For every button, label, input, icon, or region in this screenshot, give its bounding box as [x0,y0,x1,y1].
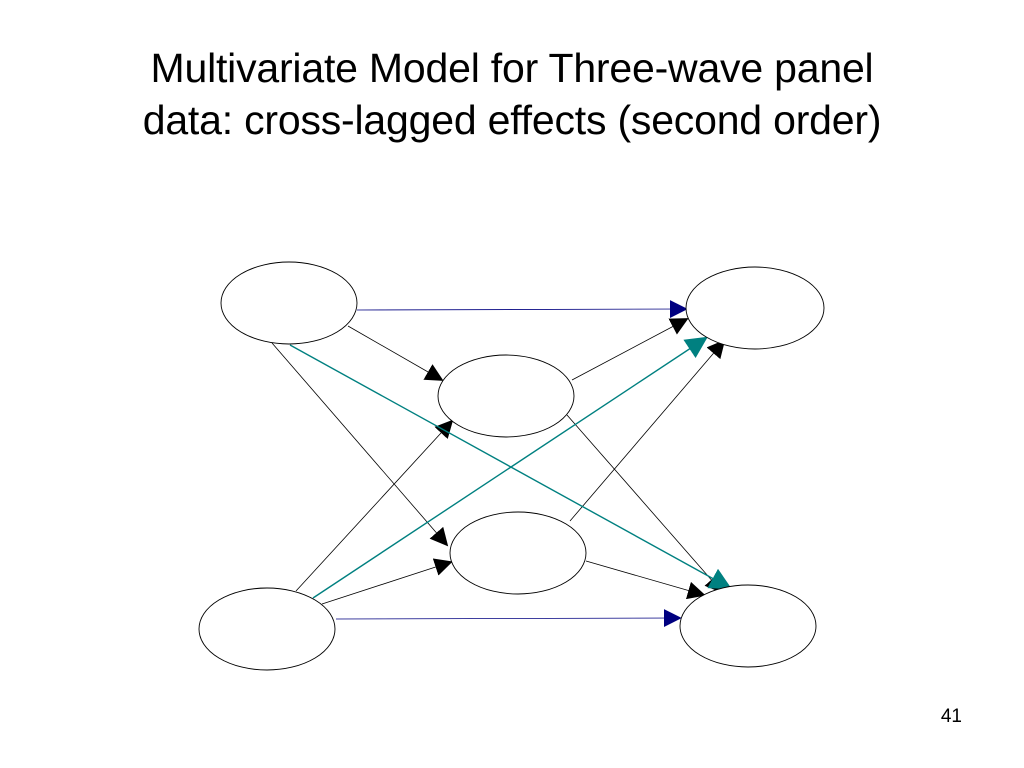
arrow-y1-y2 [321,558,453,605]
edges-layer [271,300,732,628]
arrow-x1-x2 [347,325,444,381]
arrow-y1-x2 [295,419,454,592]
page-number: 41 [940,706,962,727]
node-x1 [220,261,358,345]
arrow-x1-y3 [289,344,732,590]
nodes-layer [198,261,825,671]
slide-title: Multivariate Model for Three-wave panel … [0,42,1024,146]
arrow-x2-x3 [571,318,689,381]
node-y1 [198,587,336,671]
arrow-x2-y3 [566,414,724,594]
title-line-2: data: cross-lagged effects (second order… [142,97,882,143]
node-y3 [679,584,817,668]
arrow-x1-y2 [271,342,449,547]
node-x2 [437,354,575,438]
arrow-x1-x3 [356,300,688,319]
node-y2 [449,511,587,595]
arrow-y1-y3 [335,609,682,628]
arrow-y2-x3 [569,339,726,522]
arrow-y2-y3 [585,560,706,600]
arrow-y1-x3 [312,336,708,599]
title-line-1: Multivariate Model for Three-wave panel [150,45,874,91]
node-x3 [685,266,825,350]
